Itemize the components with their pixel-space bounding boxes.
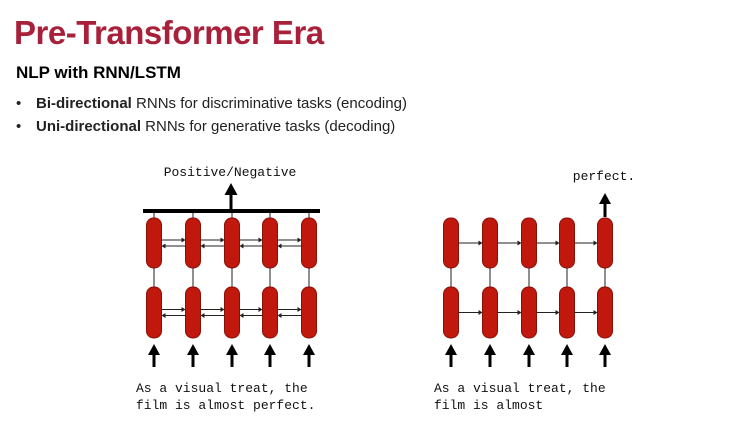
left-input-arrow-1-head — [187, 344, 199, 355]
left-bwd-arrow-r1-0-head — [161, 313, 166, 318]
bullet-bold: Uni-directional — [36, 118, 142, 135]
bullet-icon: • — [16, 95, 22, 112]
right-input-arrow-2-head — [523, 344, 535, 355]
left-bwd-arrow-r1-1-head — [200, 313, 205, 318]
left-fwd-arrow-r0-0-head — [181, 237, 186, 243]
left-cell-r1-c0 — [146, 286, 162, 339]
right-cell-r0-c0 — [443, 217, 459, 269]
right-cell-r1-c3 — [559, 286, 575, 339]
bullet-list: • Bi-directional RNNs for discriminative … — [16, 94, 407, 140]
right-cell-r0-c4 — [597, 217, 613, 269]
left-input-arrow-4-head — [303, 344, 315, 355]
left-bwd-arrow-r0-1-head — [200, 243, 205, 249]
left-cell-r0-c1 — [185, 217, 201, 269]
left-cell-r1-c4 — [301, 286, 317, 339]
right-cell-r0-c3 — [559, 217, 575, 269]
bullet-text: RNNs for discriminative tasks (encoding) — [131, 95, 407, 112]
right-fwd-arrow-r1-0-head — [478, 310, 483, 315]
right-input-line-1: As a visual treat, the — [434, 381, 606, 396]
left-cell-r0-c4 — [301, 217, 317, 269]
right-fwd-arrow-r0-1-head — [517, 240, 522, 246]
right-output-label: perfect. — [573, 169, 635, 184]
bullet-item-bidirectional: • Bi-directional RNNs for discriminative … — [16, 94, 407, 117]
left-fwd-arrow-r0-3-head — [297, 237, 302, 243]
right-input-arrow-3-head — [561, 344, 573, 355]
left-bwd-arrow-r0-2-head — [239, 243, 244, 249]
left-fwd-arrow-r1-1-head — [220, 307, 225, 312]
left-input-line-1: As a visual treat, the — [136, 381, 308, 396]
rnn-diagrams: Positive/Negative perfect. As a visual t… — [136, 165, 635, 413]
left-input-arrow-0-head — [148, 344, 160, 355]
right-input-arrow-4-head — [599, 344, 611, 355]
left-fwd-arrow-r1-3-head — [297, 307, 302, 312]
right-fwd-arrow-r0-0-head — [478, 240, 483, 246]
left-fwd-arrow-r0-2-head — [258, 237, 263, 243]
bidirectional-rnn-diagram — [143, 183, 320, 367]
left-input-line-2: film is almost perfect. — [136, 398, 315, 413]
left-cell-r1-c2 — [224, 286, 240, 339]
left-cell-r0-c3 — [262, 217, 278, 269]
bullet-icon: • — [16, 118, 22, 135]
left-bwd-arrow-r0-3-head — [277, 243, 282, 249]
bullet-text: RNNs for generative tasks (decoding) — [141, 118, 396, 135]
bullet-item-unidirectional: • Uni-directional RNNs for generative tas… — [16, 117, 407, 140]
right-input-line-2: film is almost — [434, 398, 543, 413]
left-bwd-arrow-r1-3-head — [277, 313, 282, 318]
right-fwd-arrow-r1-3-head — [593, 310, 598, 315]
left-output-label: Positive/Negative — [164, 165, 297, 180]
left-bwd-arrow-r1-2-head — [239, 313, 244, 318]
right-input-arrow-0-head — [445, 344, 457, 355]
right-fwd-arrow-r1-1-head — [517, 310, 522, 315]
left-output-arrow-head — [224, 183, 238, 195]
left-fwd-arrow-r1-2-head — [258, 307, 263, 312]
left-cell-r1-c1 — [185, 286, 201, 339]
right-cell-r1-c4 — [597, 286, 613, 339]
left-input-arrow-2-head — [226, 344, 238, 355]
right-fwd-arrow-r0-3-head — [593, 240, 598, 246]
right-fwd-arrow-r0-2-head — [555, 240, 560, 246]
right-output-arrow-head — [599, 193, 611, 204]
right-cell-r0-c2 — [521, 217, 537, 269]
unidirectional-rnn-diagram — [443, 193, 613, 367]
right-cell-r1-c0 — [443, 286, 459, 339]
right-input-arrow-1-head — [484, 344, 496, 355]
slide-subtitle: NLP with RNN/LSTM — [16, 63, 181, 82]
right-cell-r1-c1 — [482, 286, 498, 339]
left-cell-r0-c2 — [224, 217, 240, 269]
left-fwd-arrow-r0-1-head — [220, 237, 225, 243]
left-bwd-arrow-r0-0-head — [161, 243, 166, 249]
right-cell-r0-c1 — [482, 217, 498, 269]
right-cell-r1-c2 — [521, 286, 537, 339]
slide-title: Pre-Transformer Era — [14, 14, 324, 51]
left-cell-r1-c3 — [262, 286, 278, 339]
right-fwd-arrow-r1-2-head — [555, 310, 560, 315]
left-fwd-arrow-r1-0-head — [181, 307, 186, 312]
left-cell-r0-c0 — [146, 217, 162, 269]
left-pooling-bar — [143, 209, 320, 213]
bullet-bold: Bi-directional — [36, 95, 132, 112]
left-input-arrow-3-head — [264, 344, 276, 355]
